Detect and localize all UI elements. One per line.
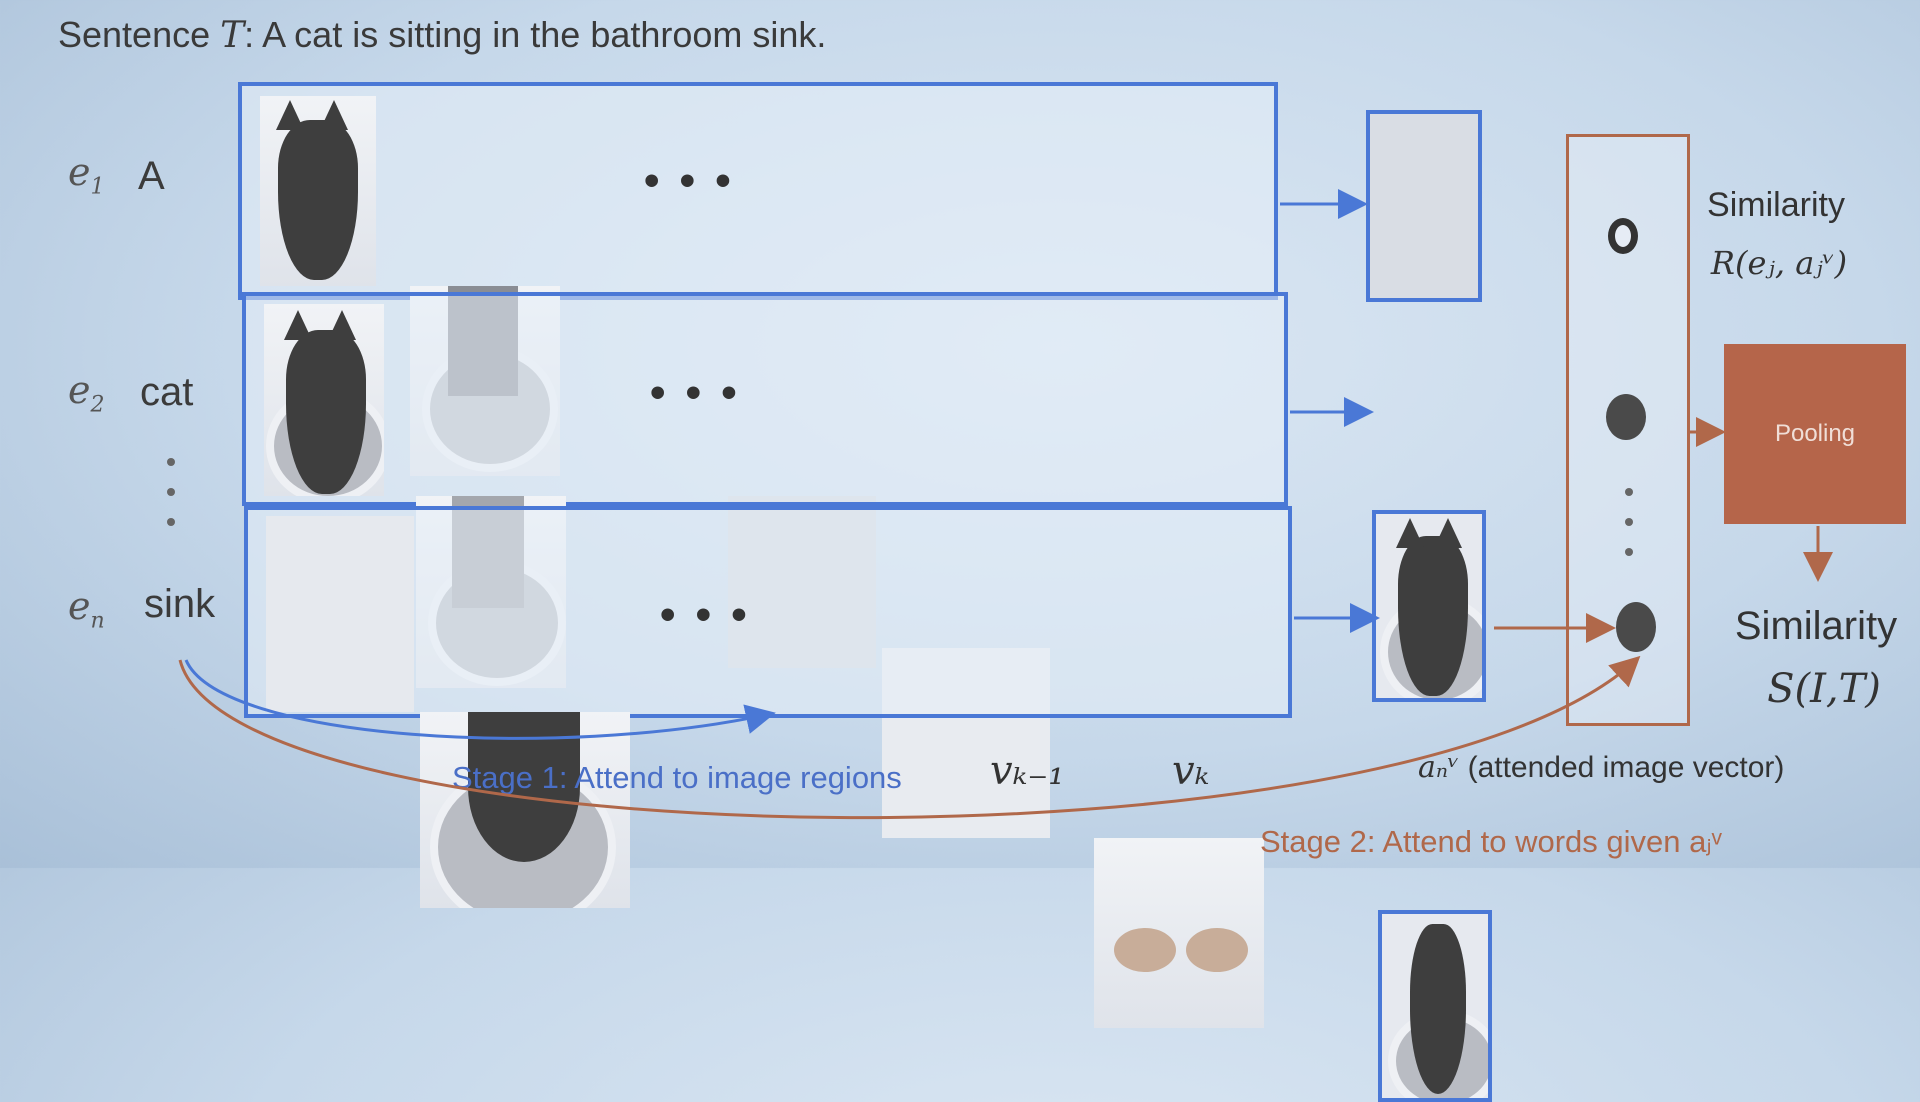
- vertical-ellipsis-nodes: [1624, 488, 1634, 578]
- region-cat-2: [264, 304, 384, 496]
- local-similarity-label: Similarity: [1707, 186, 1845, 224]
- vertical-ellipsis-words: [166, 458, 176, 548]
- word-label-2: cat: [140, 370, 194, 414]
- row-n-ellipsis: • • •: [660, 590, 751, 639]
- region-cat: [260, 96, 376, 286]
- word-label-1: A: [138, 154, 165, 198]
- stage-1-label: Stage 1: Attend to image regions: [452, 760, 902, 795]
- word-embedding-label-2: e2: [68, 368, 105, 418]
- attended-vector-n: [1378, 910, 1492, 1102]
- similarity-node-1: [1608, 218, 1638, 254]
- word-label-n: sink: [144, 582, 216, 626]
- region-cat-faint: [266, 516, 414, 712]
- pooling-block: Pooling: [1724, 344, 1906, 524]
- word-embedding-label-n: en: [68, 584, 105, 634]
- attended-vector-1: [1366, 110, 1482, 302]
- row-2-ellipsis: • • •: [650, 368, 741, 417]
- v-k-label: vₖ: [1172, 748, 1210, 794]
- similarity-node-n: [1616, 602, 1656, 652]
- attended-vector-label: aₙᵛ (attended image vector): [1418, 750, 1785, 785]
- diagram-connectors: [178, 189, 1833, 819]
- global-similarity-formula: S(I,T): [1767, 666, 1881, 712]
- stage-1-curve: [184, 659, 776, 740]
- word-embedding-label-1: e1: [68, 150, 105, 200]
- row-1-ellipsis: • • •: [644, 156, 735, 205]
- stage-2-curve: [178, 655, 1641, 819]
- sentence-title: Sentence T: A cat is sitting in the bath…: [58, 14, 827, 56]
- v-k-minus-1-label: vₖ₋₁: [990, 748, 1065, 794]
- global-similarity-label: Similarity: [1734, 604, 1898, 648]
- attended-vector-2: [1372, 510, 1486, 702]
- stage-2-label: Stage 2: Attend to words given aⱼᵛ: [1260, 824, 1722, 859]
- similarity-node-2: [1606, 394, 1646, 440]
- local-similarity-formula: R(eⱼ, aⱼᵛ): [1710, 244, 1848, 282]
